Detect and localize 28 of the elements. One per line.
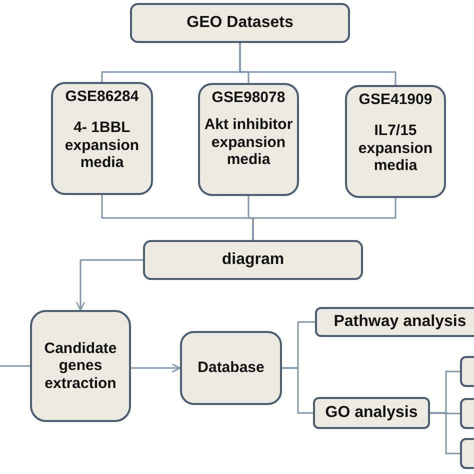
box-title: GSE41909 (358, 91, 432, 108)
box-title: GSE86284 (65, 88, 139, 106)
process-box (315, 307, 474, 337)
arrow (131, 363, 181, 373)
box-text: IL7/15 expansion media (357, 122, 434, 174)
process-box (130, 3, 350, 43)
box-title: GSE98078 (212, 89, 286, 106)
process-box (180, 331, 282, 405)
process-box (143, 240, 363, 280)
box-text: Akt inhibitor expansion media (203, 116, 294, 168)
process-box (345, 85, 446, 198)
box-text: GEO Datasets (186, 14, 294, 32)
connector-line (430, 412, 460, 454)
process-box (198, 83, 299, 196)
box-text: 4- 1BBL expansion media (64, 119, 140, 171)
connector-line (282, 367, 313, 414)
arrow (76, 259, 143, 311)
process-box (51, 82, 153, 195)
box-text: Pathway analysis (334, 312, 466, 332)
connector-line (239, 43, 396, 85)
process-box (30, 310, 131, 422)
box-text: Candidate genes extraction (43, 340, 118, 392)
box-text: Database (198, 359, 264, 377)
connector-line (252, 198, 396, 240)
box-text: diagram (222, 250, 284, 270)
connector-line (0, 365, 30, 367)
process-box (313, 397, 430, 429)
box-text: GO analysis (325, 404, 418, 422)
